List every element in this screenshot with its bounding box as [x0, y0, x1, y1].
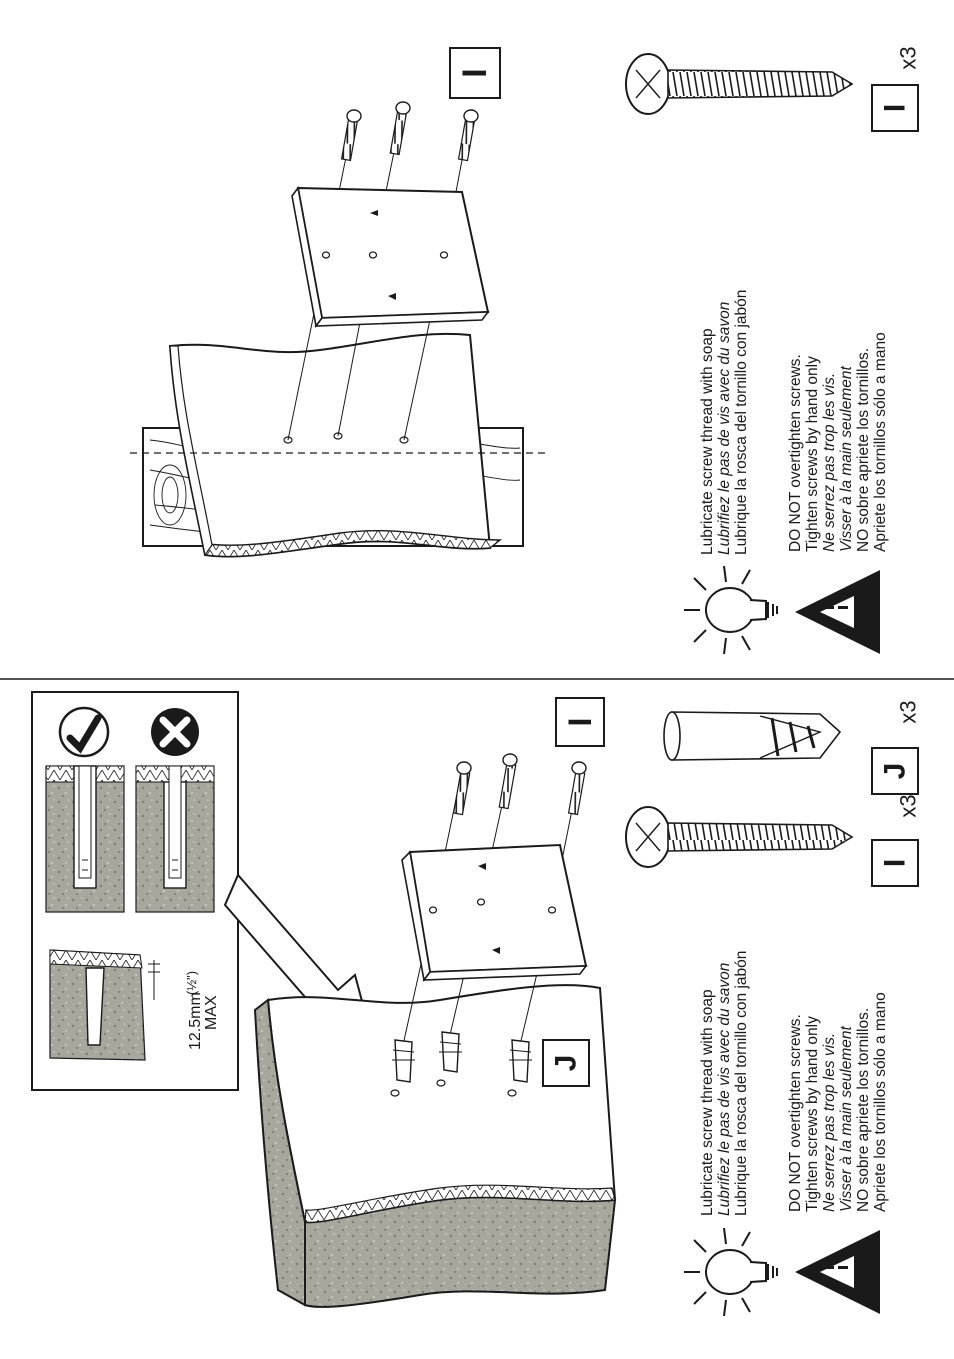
warning-triangle-icon — [795, 1230, 880, 1314]
anchor-count: J x3 — [871, 700, 921, 795]
screw-icon — [498, 753, 518, 810]
tip-line: Lubricate screw thread with soap — [699, 989, 716, 1216]
screw-icon — [452, 761, 472, 816]
warning-line: DO NOT overtighten screws. — [787, 354, 804, 552]
tip-line: Lubricate screw thread with soap — [699, 328, 716, 555]
part-label-i: I — [449, 47, 501, 99]
soap-tip-text: Lubricate screw thread with soap Lubrifi… — [699, 290, 750, 555]
correct-icon — [58, 706, 110, 758]
incorrect-anchor-section — [135, 765, 215, 913]
screw-count: I x3 — [871, 46, 921, 132]
part-label-text: I — [879, 859, 912, 867]
warning-line: Ne serrez pas trop les vis. — [821, 1033, 838, 1212]
concrete-holes — [390, 1079, 517, 1097]
lightbulb-icon — [684, 565, 778, 655]
part-label-text: I — [562, 718, 598, 727]
warning-line: Tighten screws by hand only — [804, 356, 821, 552]
warning-line: NO sobre apriete los tornillos. — [855, 348, 872, 552]
lightbulb-icon — [684, 1227, 778, 1317]
quantity-text: x3 — [896, 700, 921, 723]
screw-icon — [457, 109, 479, 162]
mounting-bracket — [291, 186, 490, 328]
tip-line: Lubrifiez le pas de vis avec du savon — [716, 963, 733, 1216]
anchor-icon — [439, 1031, 462, 1073]
depth-fraction: (½") — [184, 971, 199, 995]
quantity-text: x3 — [896, 794, 921, 817]
reference-anchor — [663, 711, 842, 761]
tip-line: Lubrique la rosca del tornillo con jabón — [733, 951, 750, 1216]
incorrect-icon — [151, 708, 199, 756]
concrete-screws — [452, 753, 587, 816]
quantity-text: x3 — [896, 46, 921, 69]
part-label-text: J — [550, 1055, 583, 1072]
screw-icon — [340, 109, 362, 162]
reference-screw — [625, 53, 854, 115]
warning-line: Visser à la main seulement — [838, 366, 855, 552]
warning-line: Tighten screws by hand only — [804, 1016, 821, 1212]
anchor-icon — [509, 1039, 532, 1083]
warning-text: DO NOT overtighten screws. Tighten screw… — [787, 992, 889, 1212]
correct-anchor-section — [45, 765, 125, 913]
warning-line: Ne serrez pas trop les vis. — [821, 373, 838, 552]
screw-count: I x3 — [871, 794, 921, 887]
concrete-section: 12.5mm (½") MAX — [31, 691, 921, 1317]
warning-line: Apriete los tornillos sólo a mano — [872, 992, 889, 1212]
soap-tip-text: Lubricate screw thread with soap Lubrifi… — [699, 951, 750, 1216]
depth-value: 12.5mm — [187, 992, 204, 1050]
concrete-wall — [253, 984, 617, 1308]
reference-screw — [625, 806, 854, 868]
drill-bit-illustration — [49, 949, 160, 1061]
drywall-sheet — [168, 332, 502, 558]
warning-line: DO NOT overtighten screws. — [787, 1014, 804, 1212]
part-label-text: I — [456, 68, 494, 77]
tip-line: Lubrifiez le pas de vis avec du savon — [716, 302, 733, 555]
mounting-bracket — [401, 843, 588, 982]
depth-max: MAX — [203, 995, 220, 1030]
drilling-detail-inset: 12.5mm (½") MAX — [31, 691, 239, 1091]
part-label-text: I — [879, 104, 912, 112]
part-label-j: J — [542, 1039, 590, 1087]
depth-note: 12.5mm (½") MAX — [184, 971, 220, 1050]
wood-screws — [340, 101, 479, 162]
warning-triangle-icon — [795, 570, 880, 654]
tip-line: Lubrique la rosca del tornillo con jabón — [733, 290, 750, 555]
screw-icon — [389, 101, 411, 156]
warning-line: Apriete los tornillos sólo a mano — [872, 332, 889, 552]
wood-section: I I x3 Lubricate s — [130, 46, 921, 655]
part-label-i: I — [555, 697, 605, 747]
warning-text: DO NOT overtighten screws. Tighten screw… — [787, 332, 889, 552]
screw-icon — [567, 761, 587, 816]
warning-line: NO sobre apriete los tornillos. — [855, 1008, 872, 1212]
warning-line: Visser à la main seulement — [838, 1026, 855, 1212]
wall-anchors — [392, 1031, 532, 1083]
anchor-icon — [392, 1039, 415, 1083]
part-label-text: J — [879, 763, 912, 780]
